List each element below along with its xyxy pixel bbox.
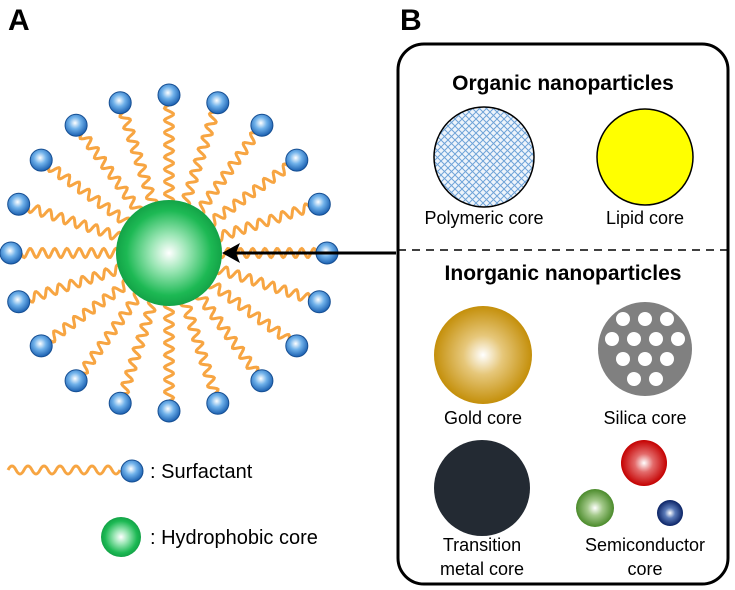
lipid-core-label: Lipid core bbox=[606, 208, 684, 228]
surfactant-tail bbox=[207, 282, 291, 341]
silica-pore bbox=[627, 372, 641, 386]
silica-pore bbox=[627, 332, 641, 346]
surfactant-head bbox=[0, 241, 23, 265]
transition-label-line1: Transition bbox=[443, 535, 521, 555]
silica-pore bbox=[605, 332, 619, 346]
surfactant-head bbox=[285, 148, 309, 172]
organic-title: Organic nanoparticles bbox=[452, 72, 674, 95]
silica-pore bbox=[616, 312, 630, 326]
surfactant-head bbox=[157, 83, 181, 107]
legend: : Surfactant : Hydrophobic core bbox=[6, 459, 318, 557]
legend-surfactant-label: : Surfactant bbox=[150, 461, 253, 483]
surfactant-tail bbox=[181, 110, 218, 207]
panel-b-label: B bbox=[400, 4, 422, 37]
surfactant-tail bbox=[81, 291, 140, 375]
silica-pore bbox=[649, 332, 663, 346]
surfactant-tail bbox=[118, 111, 159, 207]
surfactant-tail bbox=[194, 292, 260, 374]
surfactant-tail bbox=[120, 299, 157, 396]
surfactant-head bbox=[307, 290, 331, 314]
panel-a-label: A bbox=[8, 4, 30, 37]
surfactant-head bbox=[250, 113, 274, 137]
silica-core-label: Silica core bbox=[603, 408, 686, 428]
surfactant-head bbox=[108, 91, 132, 115]
polymeric-core-label: Polymeric core bbox=[424, 208, 543, 228]
surfactant-tail bbox=[47, 165, 131, 224]
semiconductor-label-line2: core bbox=[627, 559, 662, 579]
surfactant-tail bbox=[78, 132, 144, 214]
legend-core-label: : Hydrophobic core bbox=[150, 527, 318, 549]
surfactant-head bbox=[64, 369, 88, 393]
surfactant-head bbox=[285, 334, 309, 358]
legend-core-swatch bbox=[101, 517, 141, 557]
surfactant-tail bbox=[215, 202, 311, 243]
surfactant-tail bbox=[26, 204, 123, 241]
surfactant-tail bbox=[198, 131, 257, 215]
silica-pore bbox=[649, 372, 663, 386]
silica-pore bbox=[671, 332, 685, 346]
legend-surfactant-tail bbox=[6, 464, 122, 476]
surfactant-tail bbox=[162, 301, 176, 403]
surfactant-head bbox=[29, 148, 53, 172]
surfactant-head bbox=[7, 290, 31, 314]
silica-pores bbox=[605, 312, 685, 386]
surfactant-head bbox=[29, 334, 53, 358]
surfactant-head bbox=[206, 391, 230, 415]
silica-pore bbox=[660, 352, 674, 366]
semiconductor-green-dot bbox=[576, 489, 614, 527]
hydrophobic-core bbox=[116, 200, 222, 306]
arrow-head-icon bbox=[222, 243, 240, 263]
surfactant-head bbox=[108, 391, 132, 415]
surfactant-tail bbox=[27, 263, 123, 304]
legend-surfactant-head bbox=[120, 459, 144, 483]
semiconductor-red-dot bbox=[621, 440, 667, 486]
surfactant-head bbox=[206, 91, 230, 115]
transition-label-line2: metal core bbox=[440, 559, 524, 579]
polymeric-core-swatch bbox=[433, 106, 535, 208]
panel-b-box bbox=[396, 42, 730, 586]
surfactant-tail bbox=[19, 246, 121, 260]
surfactant-head bbox=[64, 113, 88, 137]
surfactant-tail bbox=[162, 103, 176, 205]
silica-pore bbox=[638, 352, 652, 366]
semiconductor-label-line1: Semiconductor bbox=[585, 535, 705, 555]
silica-pore bbox=[660, 312, 674, 326]
semiconductor-blue-dot bbox=[657, 500, 683, 526]
surfactant-head bbox=[307, 192, 331, 216]
surfactant-head bbox=[157, 399, 181, 423]
gold-core-swatch bbox=[434, 306, 532, 404]
surfactant-head bbox=[7, 192, 31, 216]
surfactant-tail bbox=[215, 265, 312, 302]
surfactant-tail bbox=[48, 278, 130, 344]
lipid-core-swatch bbox=[596, 108, 694, 206]
silica-pore bbox=[638, 312, 652, 326]
surfactant-heads bbox=[0, 83, 339, 423]
surfactant-tail bbox=[179, 299, 220, 395]
silica-pore bbox=[616, 352, 630, 366]
gold-core-label: Gold core bbox=[444, 408, 522, 428]
surfactant-tail bbox=[208, 162, 290, 228]
transition-metal-core-swatch bbox=[434, 440, 530, 536]
inorganic-title: Inorganic nanoparticles bbox=[445, 262, 682, 285]
surfactant-head bbox=[250, 369, 274, 393]
